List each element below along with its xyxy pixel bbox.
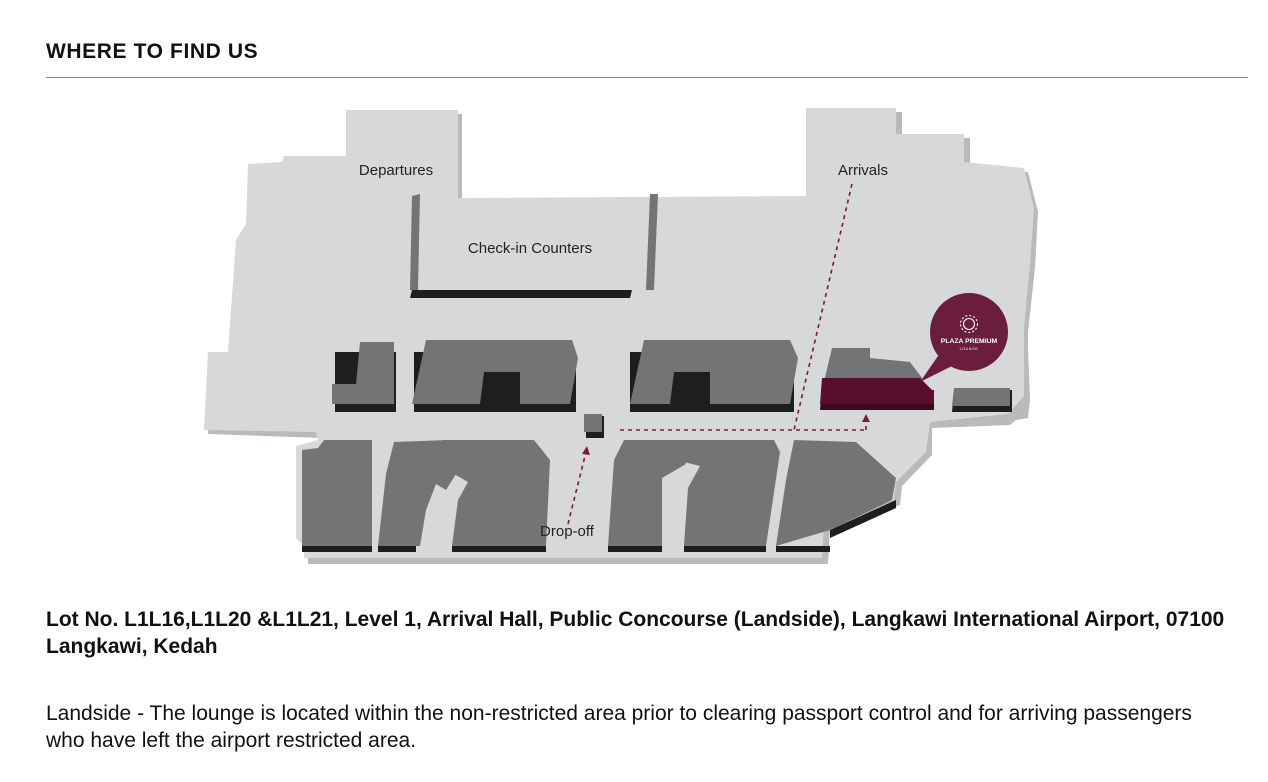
route-arrow-lounge: [862, 414, 870, 422]
terminal-map: PLAZA PREMIUM LOUNGE Departures Check-in…: [190, 100, 1050, 570]
badge-line2: LOUNGE: [960, 347, 979, 351]
label-dropoff: Drop-off: [540, 523, 595, 540]
lounge-logo-icon: [959, 314, 979, 334]
lounge-location-top: [820, 378, 934, 404]
section-heading: WHERE TO FIND US: [46, 40, 259, 63]
checkin-wall: [410, 290, 632, 298]
badge-line1: PLAZA PREMIUM: [941, 338, 998, 345]
lounge-address: Lot No. L1L16,L1L20 &L1L21, Level 1, Arr…: [46, 608, 1225, 658]
route-arrivals: [793, 183, 853, 431]
heading-divider: [46, 77, 1248, 78]
label-arrivals: Arrivals: [838, 162, 888, 179]
checkin-wall-right: [646, 194, 658, 290]
checkin-wall-left: [410, 194, 420, 290]
lower-blocks: [302, 440, 896, 552]
route-arrow-dropoff: [582, 446, 590, 455]
terminal-map-svg: PLAZA PREMIUM LOUNGE Departures Check-in…: [204, 108, 1038, 564]
label-departures: Departures: [359, 162, 433, 179]
label-checkin: Check-in Counters: [468, 240, 592, 257]
lounge-description: Landside - The lounge is located within …: [46, 702, 1192, 752]
